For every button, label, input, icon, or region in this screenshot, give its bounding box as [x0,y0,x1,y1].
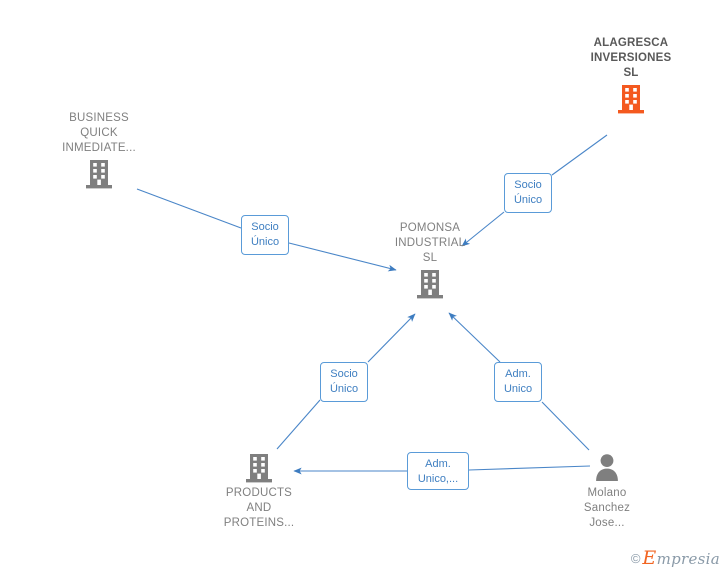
empresia-watermark: ©Empresia [631,549,720,569]
edge-label-molano-to-products-proteins[interactable]: Adm. Unico,... [407,452,469,490]
edge-label-molano-to-pomonsa[interactable]: Adm. Unico [494,362,542,402]
person-icon [537,452,677,484]
node-products-and-proteins[interactable]: PRODUCTS AND PROTEINS... [189,452,329,531]
edge-alagresca-to-pomonsa [461,134,608,247]
node-alagresca-inversiones-sl[interactable]: ALAGRESCA INVERSIONES SL [561,36,701,115]
edge-business-quick-to-pomonsa [136,188,397,272]
node-label: BUSINESS QUICK INMEDIATE... [62,112,136,154]
node-label: Molano Sanchez Jose... [583,487,631,529]
building-icon [561,83,701,115]
building-icon [29,158,169,190]
building-icon [360,268,500,300]
node-label: ALAGRESCA INVERSIONES SL [590,37,672,79]
node-label: POMONSA INDUSTRIAL SL [394,222,466,264]
edge-label-alagresca-to-pomonsa[interactable]: Socio Único [504,173,552,213]
edge-products-proteins-to-pomonsa [276,313,416,450]
node-label: PRODUCTS AND PROTEINS... [223,487,295,529]
node-molano-sanchez-jose[interactable]: Molano Sanchez Jose... [537,452,677,531]
node-business-quick-inmediate[interactable]: BUSINESS QUICK INMEDIATE... [29,111,169,190]
edge-molano-to-pomonsa [448,312,590,451]
building-icon [189,452,329,484]
edge-molano-to-products-proteins [293,465,591,475]
brand-wordmark: Empresia [642,547,720,569]
node-pomonsa-industrial-sl[interactable]: POMONSA INDUSTRIAL SL [360,221,500,300]
edge-label-business-quick-to-pomonsa[interactable]: Socio Único [241,215,289,255]
edge-label-products-proteins-to-pomonsa[interactable]: Socio Único [320,362,368,402]
copyright-icon: © [630,551,641,566]
